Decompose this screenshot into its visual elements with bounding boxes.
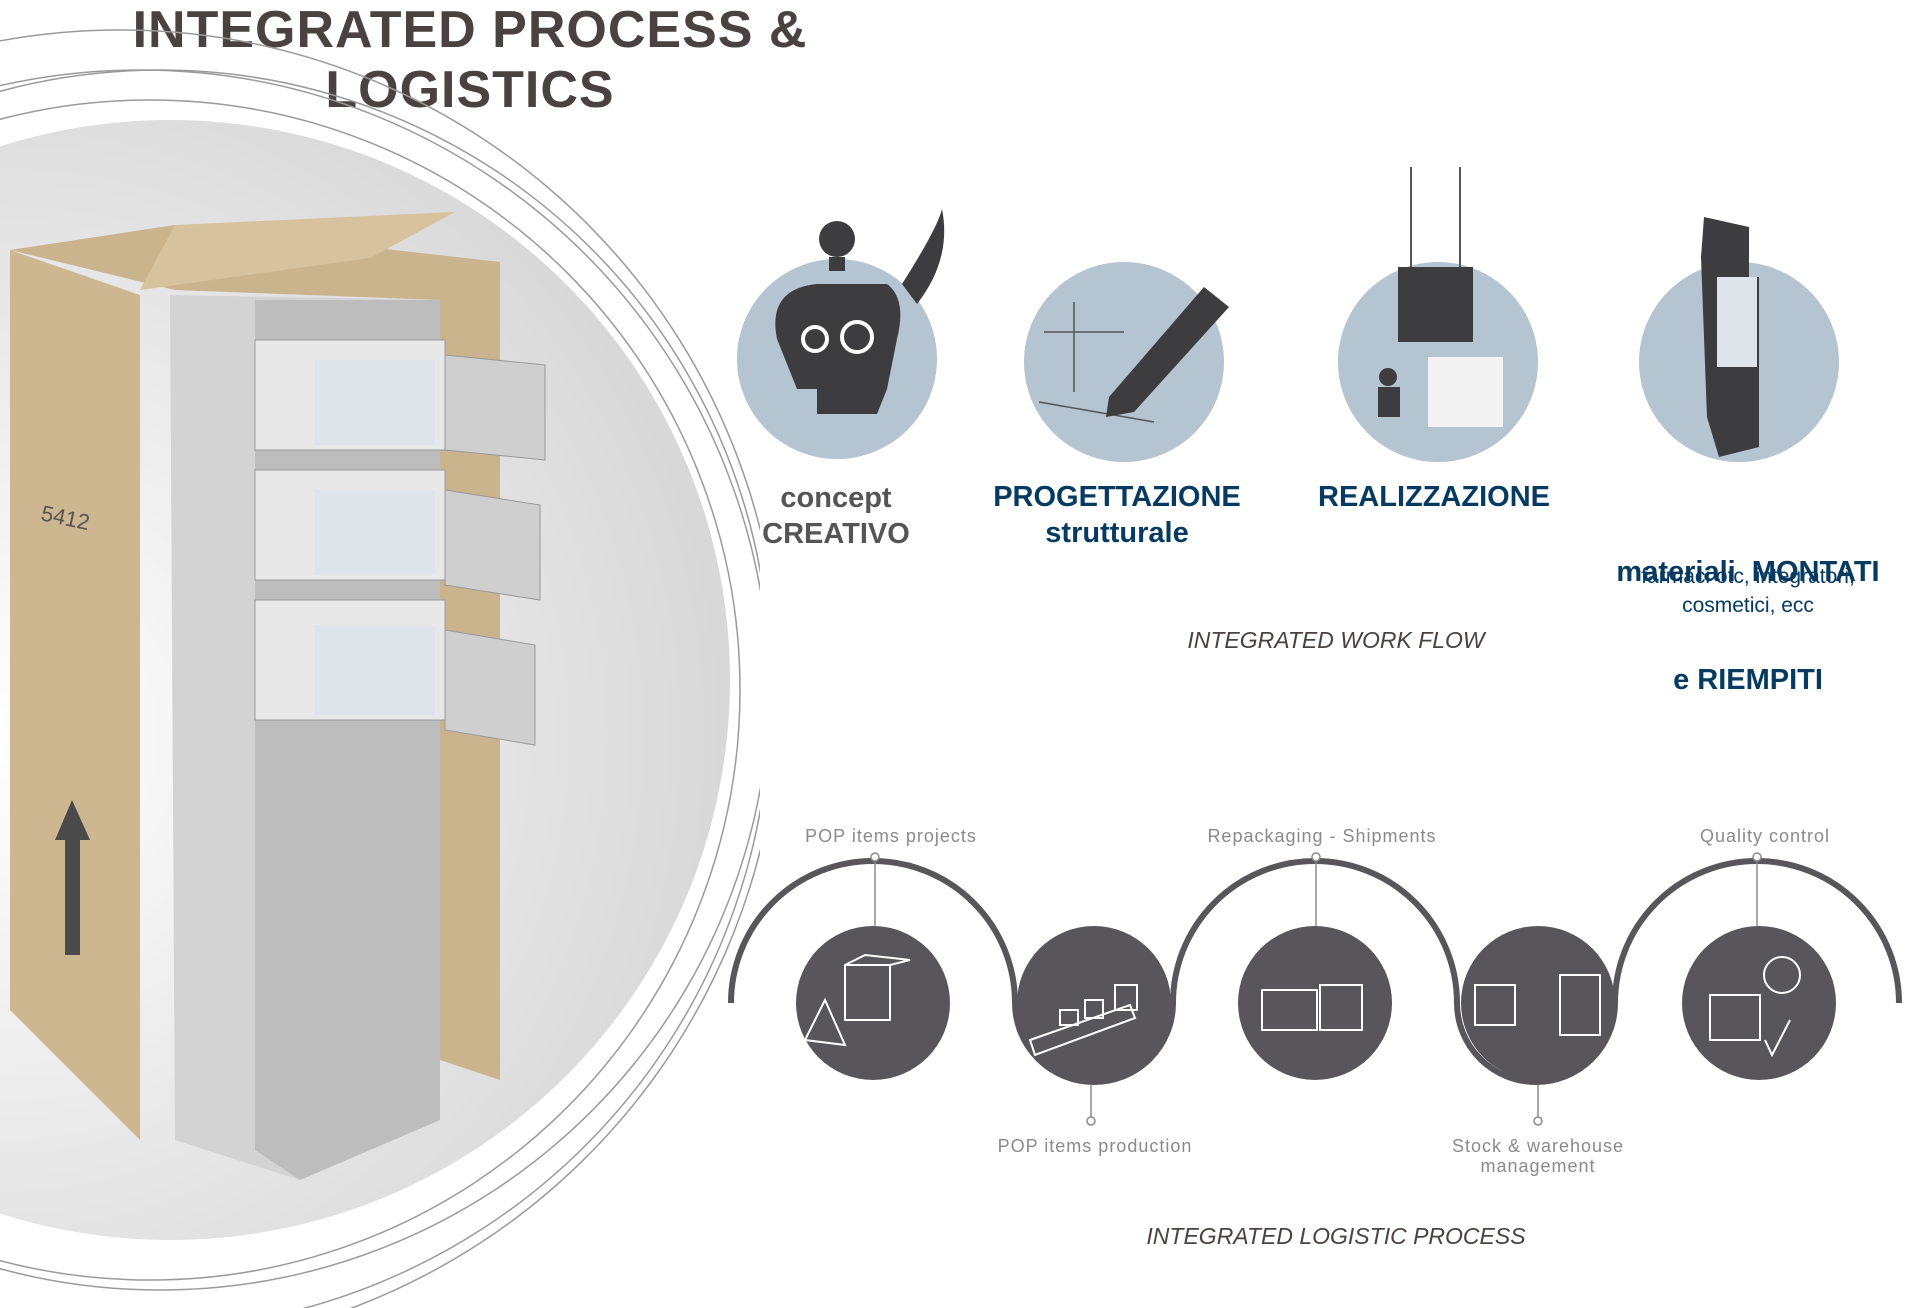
logistic-step-label: Stock & warehouse management xyxy=(1388,1136,1688,1176)
head-lightbulb-gears-icon xyxy=(737,209,945,459)
logistic-step-label: Quality control xyxy=(1699,826,1831,846)
cardboard-box-back xyxy=(10,225,500,1080)
workflow-step-realizzazione: REALIZZAZIONE xyxy=(1284,479,1584,515)
workflow-step-materiali-sub: farmaci otc, integratori, cosmetici, ecc xyxy=(1598,562,1898,620)
sub-line1: farmaci otc, integratori, xyxy=(1641,565,1855,588)
pencil-drawing-icon xyxy=(1024,262,1229,462)
step-label-line1: REALIZZAZIONE xyxy=(1318,481,1550,513)
logistic-caption: INTEGRATED LOGISTIC PROCESS xyxy=(1146,1223,1526,1249)
step-label-line2: strutturale xyxy=(1045,517,1189,549)
display-stand-icon xyxy=(1639,217,1839,462)
logistic-step-label: POP items projects xyxy=(805,826,977,846)
step-label-line2: CREATIVO xyxy=(762,518,910,550)
step-label-line1: materiali MONTATI xyxy=(1616,556,1880,588)
logistic-step-label: POP items production xyxy=(997,1136,1193,1156)
conveyor-belt-icon xyxy=(1017,926,1171,1080)
sub-line2: cosmetici, ecc xyxy=(1682,594,1814,617)
puzzle-worker-icon xyxy=(1338,167,1538,462)
workflow-step-materiali: materiali MONTATI e RIEMPITI xyxy=(1598,482,1898,770)
workflow-step-concept: concept CREATIVO xyxy=(686,480,986,552)
step-label-line1: PROGETTAZIONE xyxy=(993,481,1241,513)
step-label-line1: concept xyxy=(780,482,892,514)
cardboard-box-left xyxy=(10,250,140,1140)
box-blueprint-icon xyxy=(796,926,950,1080)
label-line2: management xyxy=(1480,1156,1596,1176)
workflow-caption: INTEGRATED WORK FLOW xyxy=(1187,627,1485,653)
cardboard-flap xyxy=(140,212,455,290)
package-gift-icon xyxy=(1238,926,1392,1080)
workflow-step-progettazione: PROGETTAZIONE strutturale xyxy=(967,479,1267,551)
forklift-shelf-icon xyxy=(1461,926,1615,1080)
product-render: 5412 xyxy=(0,29,760,1308)
up-arrow-icon xyxy=(55,800,90,955)
page-title: INTEGRATED PROCESS & LOGISTICS xyxy=(132,1,808,119)
step-label-line2: e RIEMPITI xyxy=(1673,664,1823,696)
label-line1: Stock & warehouse xyxy=(1451,1136,1625,1156)
logistic-step-label: Repackaging - Shipments xyxy=(1207,826,1437,846)
